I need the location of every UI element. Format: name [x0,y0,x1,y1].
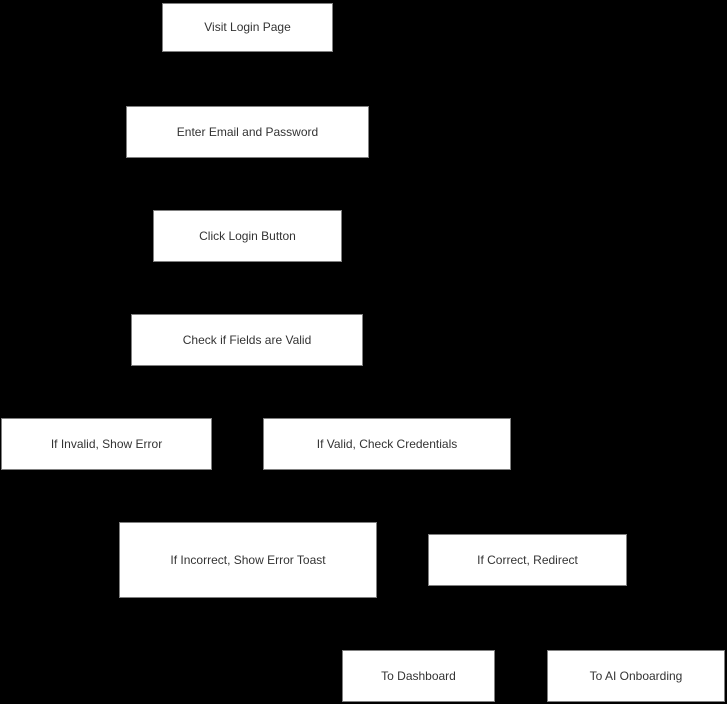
node-label: Check if Fields are Valid [182,332,312,347]
flowchart-node-valid-check-credentials: If Valid, Check Credentials [263,418,511,470]
flowchart-node-incorrect-show-error-toast: If Incorrect, Show Error Toast [119,522,377,598]
node-label: To Dashboard [381,668,456,683]
flowchart-node-to-ai-onboarding: To AI Onboarding [547,650,725,702]
flowchart-node-enter-email-password: Enter Email and Password [126,106,369,158]
flowchart-node-click-login-button: Click Login Button [153,210,342,262]
node-label: To AI Onboarding [589,668,683,683]
node-label: If Correct, Redirect [477,552,578,567]
flowchart-node-correct-redirect: If Correct, Redirect [428,534,627,586]
flowchart-node-invalid-show-error: If Invalid, Show Error [1,418,212,470]
flowchart-node-check-fields-valid: Check if Fields are Valid [131,314,363,366]
flowchart-node-visit-login-page: Visit Login Page [162,3,333,52]
node-label: If Valid, Check Credentials [316,436,458,451]
flowchart-node-to-dashboard: To Dashboard [342,650,495,702]
node-label: If Incorrect, Show Error Toast [170,552,326,567]
node-label: Enter Email and Password [176,124,319,139]
node-label: Visit Login Page [204,20,291,35]
node-label: Click Login Button [199,228,296,243]
node-label: If Invalid, Show Error [50,436,163,451]
